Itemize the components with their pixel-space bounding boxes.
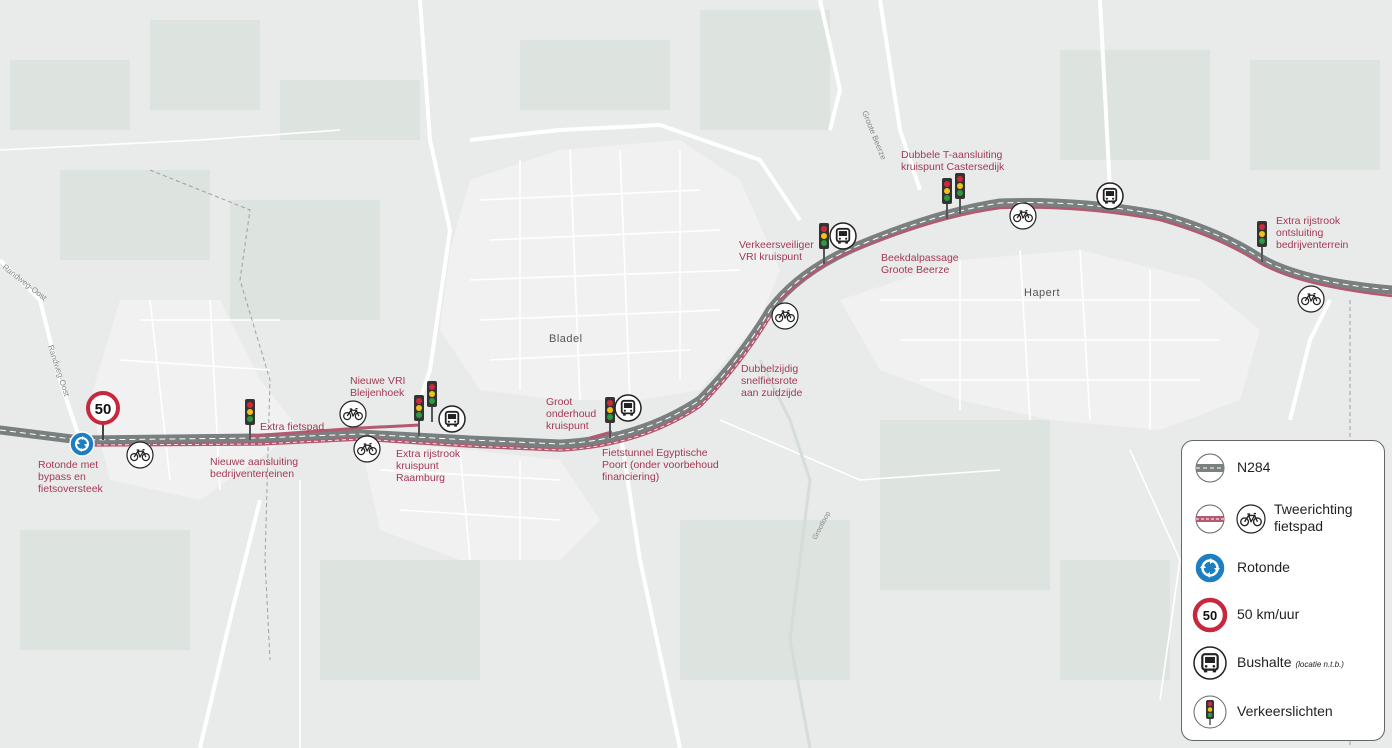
street-label-randweg-oost: Randweg-Oost xyxy=(1,262,49,302)
speed-limit-sign: 50 xyxy=(86,391,120,440)
bus-icon xyxy=(1193,646,1227,680)
traffic-light-icon xyxy=(427,381,437,422)
street-label-randweg-oost-2: Randweg-Oost xyxy=(46,344,71,398)
n284-route xyxy=(0,198,1392,452)
bike-icon xyxy=(1297,285,1325,313)
bus-icon xyxy=(438,405,466,433)
legend-item-bus: Bushalte(locatie n.t.b.) xyxy=(1182,645,1386,681)
speed-limit-icon: 50 xyxy=(1192,597,1228,633)
legend-bus-note: (locatie n.t.b.) xyxy=(1295,660,1344,669)
legend-item-rotonde: Rotonde xyxy=(1182,551,1386,585)
bus-stops xyxy=(438,182,1124,433)
legend-label-speed: 50 km/uur xyxy=(1237,606,1300,622)
bike-icon xyxy=(1236,504,1266,534)
bus-icon xyxy=(614,394,642,422)
annotation-dubbele-t: Dubbele T-aansluiting kruispunt Casterse… xyxy=(901,149,1005,173)
waterway xyxy=(758,359,812,748)
bike-icon xyxy=(771,302,799,330)
annotation-extra-fietspad: Extra fietspad xyxy=(260,421,325,433)
place-label-bladel: Bladel xyxy=(549,333,583,345)
annotation-dubbelzijdig: Dubbelzijdig snelfietsrote aan zuidzijde xyxy=(741,363,803,399)
street-label-groote-beerze: Groote Beerze xyxy=(860,109,888,161)
bike-icon xyxy=(353,435,381,463)
legend-bus-text: Bushalte xyxy=(1237,654,1292,670)
traffic-light-icon xyxy=(1257,221,1267,262)
annotation-rotonde: Rotonde met bypass en fietsoversteek xyxy=(38,459,103,495)
traffic-light-icon xyxy=(605,397,615,438)
traffic-light-icon xyxy=(955,173,965,214)
green-areas xyxy=(10,10,1380,680)
legend: N284 Tweerichting fietspad Rotonde 50 50… xyxy=(1181,440,1385,741)
annotation-verkeersveiliger: Verkeersveiliger VRI kruispunt xyxy=(739,239,814,263)
annotation-extra-rijstrook-raamburg: Extra rijstrook kruispunt Raamburg xyxy=(396,448,461,484)
legend-item-speed: 50 50 km/uur xyxy=(1182,597,1386,633)
legend-label-fietspad: Tweerichting fietspad xyxy=(1274,501,1353,534)
traffic-light-icon xyxy=(819,223,829,264)
minor-streets xyxy=(0,129,1220,748)
place-label-hapert: Hapert xyxy=(1024,287,1060,299)
traffic-light-icon xyxy=(1193,695,1227,729)
legend-item-n284: N284 xyxy=(1182,453,1386,483)
traffic-light-icon xyxy=(245,399,255,440)
legend-label-bus: Bushalte(locatie n.t.b.) xyxy=(1237,654,1344,673)
traffic-light-icon xyxy=(942,178,952,219)
legend-label-n284: N284 xyxy=(1237,459,1271,475)
cycle-path-extra xyxy=(249,423,421,438)
legend-label-lights: Verkeerslichten xyxy=(1237,703,1333,719)
bike-icons xyxy=(126,202,1325,469)
annotation-fietstunnel: Fietstunnel Egyptische Poort (onder voor… xyxy=(602,447,719,483)
annotation-beekdalpassage: Beekdalpassage Groote Beerze xyxy=(881,252,959,276)
road-icon xyxy=(1195,453,1225,483)
roundabout-icon xyxy=(69,431,95,457)
annotation-nieuwe-vri: Nieuwe VRI Bleijenhoek xyxy=(350,375,406,399)
railway xyxy=(149,169,271,661)
traffic-light-icon xyxy=(414,395,424,436)
annotation-extra-rijstrook-ontsluiting: Extra rijstrook ontsluiting bedrijventer… xyxy=(1276,215,1349,251)
svg-text:50: 50 xyxy=(95,401,112,418)
annotation-groot-onderhoud: Groot onderhoud kruispunt xyxy=(546,396,597,432)
bike-icon xyxy=(339,400,367,428)
legend-item-lights: Verkeerslichten xyxy=(1182,693,1386,729)
roundabout-icon xyxy=(1194,552,1226,584)
cycle-path-icon xyxy=(1195,504,1225,534)
bike-icon xyxy=(1009,202,1037,230)
svg-text:50: 50 xyxy=(1203,608,1217,623)
main-roads xyxy=(0,0,1332,748)
bus-icon xyxy=(1096,182,1124,210)
bike-icon xyxy=(126,441,154,469)
annotation-nieuwe-aansluiting: Nieuwe aansluiting bedrijventerreinen xyxy=(210,456,299,480)
legend-label-rotonde: Rotonde xyxy=(1237,559,1290,575)
traffic-lights xyxy=(245,173,1267,440)
legend-item-fietspad: Tweerichting fietspad xyxy=(1182,499,1386,539)
bus-icon xyxy=(829,222,857,250)
